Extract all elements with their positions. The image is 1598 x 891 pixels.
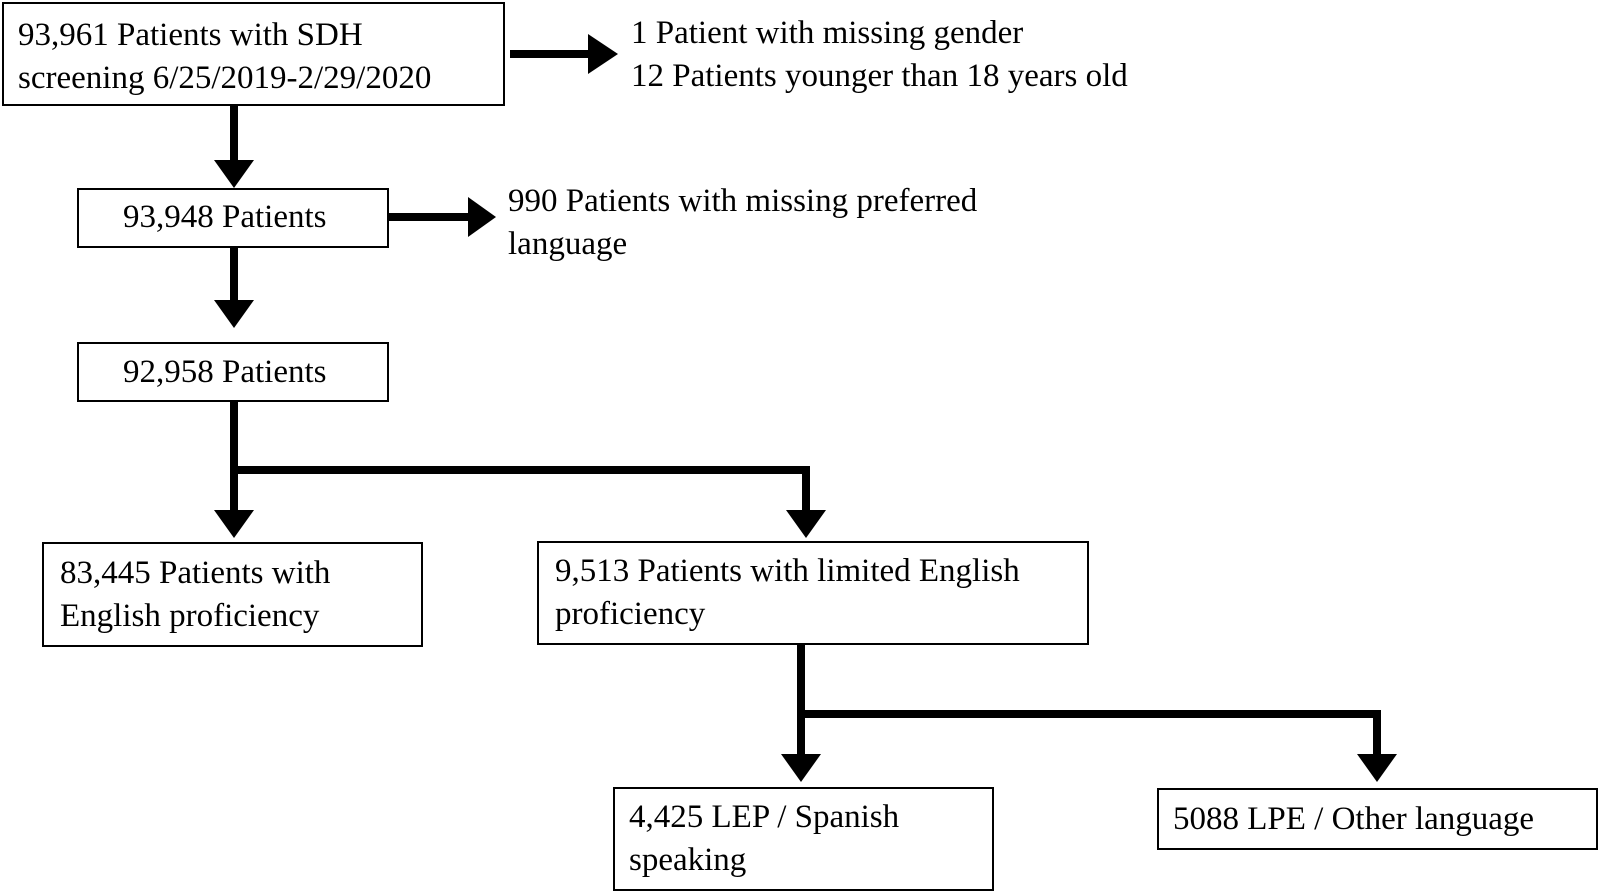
exclusion-note-1: 1 Patient with missing gender 12 Patient… bbox=[631, 12, 1128, 98]
english-proficiency-box: 83,445 Patients with English proficiency bbox=[42, 542, 423, 647]
start-box-line2: screening 6/25/2019-2/29/2020 bbox=[18, 60, 432, 96]
spanish-box: 4,425 LEP / Spanish speaking bbox=[613, 787, 994, 891]
arrowhead-to-spanish bbox=[781, 754, 821, 782]
exclusion-note-1-line1: 1 Patient with missing gender bbox=[631, 15, 1024, 51]
arrowhead-to-english bbox=[214, 510, 254, 538]
exclusion-note-2: 990 Patients with missing preferred lang… bbox=[508, 180, 977, 266]
exclusion-note-2-line2: language bbox=[508, 226, 628, 262]
arrowhead-to-lep bbox=[786, 510, 826, 538]
arrowhead-step2-to-step3 bbox=[214, 300, 254, 328]
lep-box-line2: proficiency bbox=[555, 596, 706, 632]
arrowhead-start-to-exclusion1 bbox=[588, 34, 618, 74]
lep-box: 9,513 Patients with limited English prof… bbox=[537, 541, 1089, 645]
step3-box-line1: 92,958 Patients bbox=[123, 354, 327, 390]
other-language-box: 5088 LPE / Other language bbox=[1157, 788, 1598, 850]
step3-box: 92,958 Patients bbox=[77, 342, 389, 402]
start-box: 93,961 Patients with SDH screening 6/25/… bbox=[2, 2, 505, 106]
start-box-line1: 93,961 Patients with SDH bbox=[18, 17, 363, 53]
spanish-box-line1: 4,425 LEP / Spanish bbox=[629, 799, 900, 835]
english-proficiency-line1: 83,445 Patients with bbox=[60, 555, 331, 591]
english-proficiency-line2: English proficiency bbox=[60, 598, 320, 634]
exclusion-note-1-line2: 12 Patients younger than 18 years old bbox=[631, 58, 1128, 94]
other-language-line1: 5088 LPE / Other language bbox=[1173, 801, 1535, 837]
spanish-box-line2: speaking bbox=[629, 842, 747, 878]
step2-box-line1: 93,948 Patients bbox=[123, 199, 327, 235]
arrowhead-start-to-step2 bbox=[214, 160, 254, 188]
arrowhead-to-other bbox=[1357, 754, 1397, 782]
lep-box-line1: 9,513 Patients with limited English bbox=[555, 553, 1020, 589]
step2-box: 93,948 Patients bbox=[77, 188, 389, 248]
arrowhead-step2-to-exclusion2 bbox=[468, 197, 496, 237]
exclusion-note-2-line1: 990 Patients with missing preferred bbox=[508, 183, 978, 219]
